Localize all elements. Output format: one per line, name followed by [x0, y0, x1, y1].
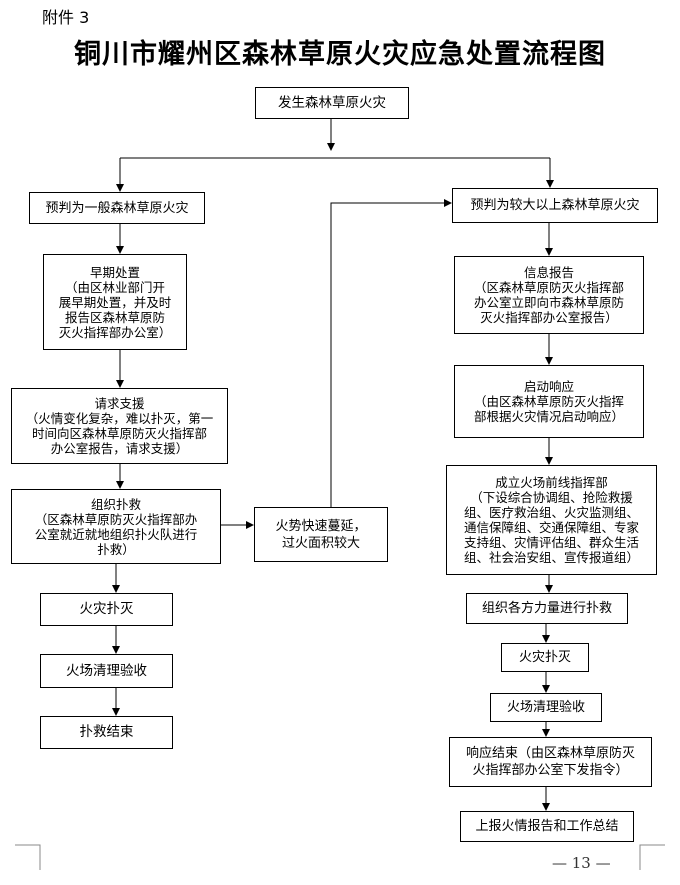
box-all-forces: 组织各方力量进行扑救 — [466, 593, 628, 624]
node-text-line: 成立火场前线指挥部 — [495, 475, 608, 490]
box-report-summary: 上报火情报告和工作总结 — [460, 811, 634, 842]
arrow-spread-to-right-judge — [330, 199, 452, 507]
node-text-line: 扑救） — [97, 541, 135, 557]
node-text-line: 预判为较大以上森林草原火灾 — [470, 198, 640, 213]
box-left-end: 扑救结束 — [40, 716, 173, 749]
attachment-label: 附件 3 — [42, 8, 90, 27]
node-text-line: （下设综合协调组、抢险救援 — [470, 490, 633, 505]
node-text-line: 灭火指挥部办公室） — [58, 324, 172, 340]
node-text-line: （区森林草原防灭火指挥部 — [473, 280, 624, 295]
node-text-line: 报告区森林草原防 — [64, 309, 165, 325]
node-text-line: 过火面积较大 — [281, 535, 360, 551]
box-front-command: 成立火场前线指挥部（下设综合协调组、抢险救援组、医疗救治组、火灾监测组、通信保障… — [446, 465, 657, 575]
node-text-line: 组、社会治安组、宣传报道组） — [463, 550, 639, 565]
node-text-line: 火场清理验收 — [506, 700, 585, 715]
node-text-line: 办公室立即向市森林草原防 — [473, 295, 624, 310]
box-info-report: 信息报告（区森林草原防灭火指挥部办公室立即向市森林草原防灭火指挥部办公室报告） — [454, 256, 644, 334]
node-text-line: 预判为一般森林草原火灾 — [45, 200, 189, 216]
node-text-line: （由区森林草原防灭火指挥 — [473, 394, 624, 409]
node-text-line: 办公室报告，请求支援） — [50, 441, 189, 456]
box-start: 发生森林草原火灾 — [255, 87, 409, 119]
node-text-line: 支持组、灾情评估组、群众生活 — [463, 535, 639, 550]
node-text-line: 火势快速蔓延， — [275, 518, 367, 534]
node-text-line: 通信保障组、交通保障组、专家 — [463, 520, 639, 535]
box-response-end: 响应结束（由区森林草原防灭火指挥部办公室下发指令） — [449, 737, 652, 787]
node-text-line: 响应结束（由区森林草原防灭 — [465, 746, 635, 761]
node-text-line: 信息报告 — [523, 265, 574, 280]
box-fire-spread: 火势快速蔓延，过火面积较大 — [254, 507, 388, 562]
node-text-line: 扑救结束 — [79, 724, 134, 740]
corner-mark-left — [15, 844, 41, 870]
node-text-line: （区森林草原防灭火指挥部办 — [34, 511, 198, 527]
box-early-response: 早期处置（由区林业部门开展早期处置，并及时报告区森林草原防灭火指挥部办公室） — [43, 254, 187, 350]
node-text-line: （由区林业部门开 — [64, 279, 165, 295]
page-title: 铜川市耀州区森林草原火灾应急处置流程图 — [74, 39, 606, 70]
node-text-line: 火灾扑灭 — [518, 650, 571, 665]
node-text-line: 组织扑救 — [90, 496, 141, 512]
node-text-line: 火灾扑灭 — [79, 601, 134, 617]
node-text-line: 请求支援 — [94, 396, 145, 411]
box-left-fire-out: 火灾扑灭 — [40, 593, 173, 626]
node-text-line: 展早期处置，并及时 — [58, 294, 172, 310]
node-text-line: 公室就近就地组织扑火队进行 — [34, 526, 198, 542]
node-text-line: 部根据火灾情况启动响应） — [473, 409, 624, 424]
box-right-fire-out: 火灾扑灭 — [501, 643, 589, 672]
node-text-line: 组、医疗救治组、火灾监测组、 — [463, 505, 639, 520]
node-text-line: 早期处置 — [89, 264, 140, 280]
node-text-line: 上报火情报告和工作总结 — [475, 819, 619, 834]
box-left-judge: 预判为一般森林草原火灾 — [29, 192, 205, 224]
node-text-line: 火指挥部办公室下发指令） — [472, 763, 629, 778]
box-organize-rescue: 组织扑救（区森林草原防灭火指挥部办公室就近就地组织扑火队进行扑救） — [11, 489, 221, 564]
node-text-line: 启动响应 — [523, 379, 574, 394]
box-left-site-clean: 火场清理验收 — [40, 654, 173, 688]
box-right-site-clean: 火场清理验收 — [490, 693, 602, 722]
node-text-line: 时间向区森林草原防灭火指挥部 — [31, 426, 207, 441]
page-number: — 13 — — [552, 854, 611, 872]
node-text-line: 火场清理验收 — [66, 662, 147, 679]
node-text-line: 组织各方力量进行扑救 — [481, 601, 612, 616]
corner-mark-right — [639, 844, 665, 870]
node-text-line: （火情变化复杂，难以扑灭，第一 — [25, 411, 214, 426]
box-start-response: 启动响应（由区森林草原防灭火指挥部根据火灾情况启动响应） — [454, 365, 644, 438]
box-request-support: 请求支援（火情变化复杂，难以扑灭，第一时间向区森林草原防灭火指挥部办公室报告，请… — [11, 388, 228, 464]
node-text-line: 发生森林草原火灾 — [278, 94, 386, 111]
box-right-judge: 预判为较大以上森林草原火灾 — [452, 188, 658, 223]
node-text-line: 灭火指挥部办公室报告） — [480, 310, 618, 325]
